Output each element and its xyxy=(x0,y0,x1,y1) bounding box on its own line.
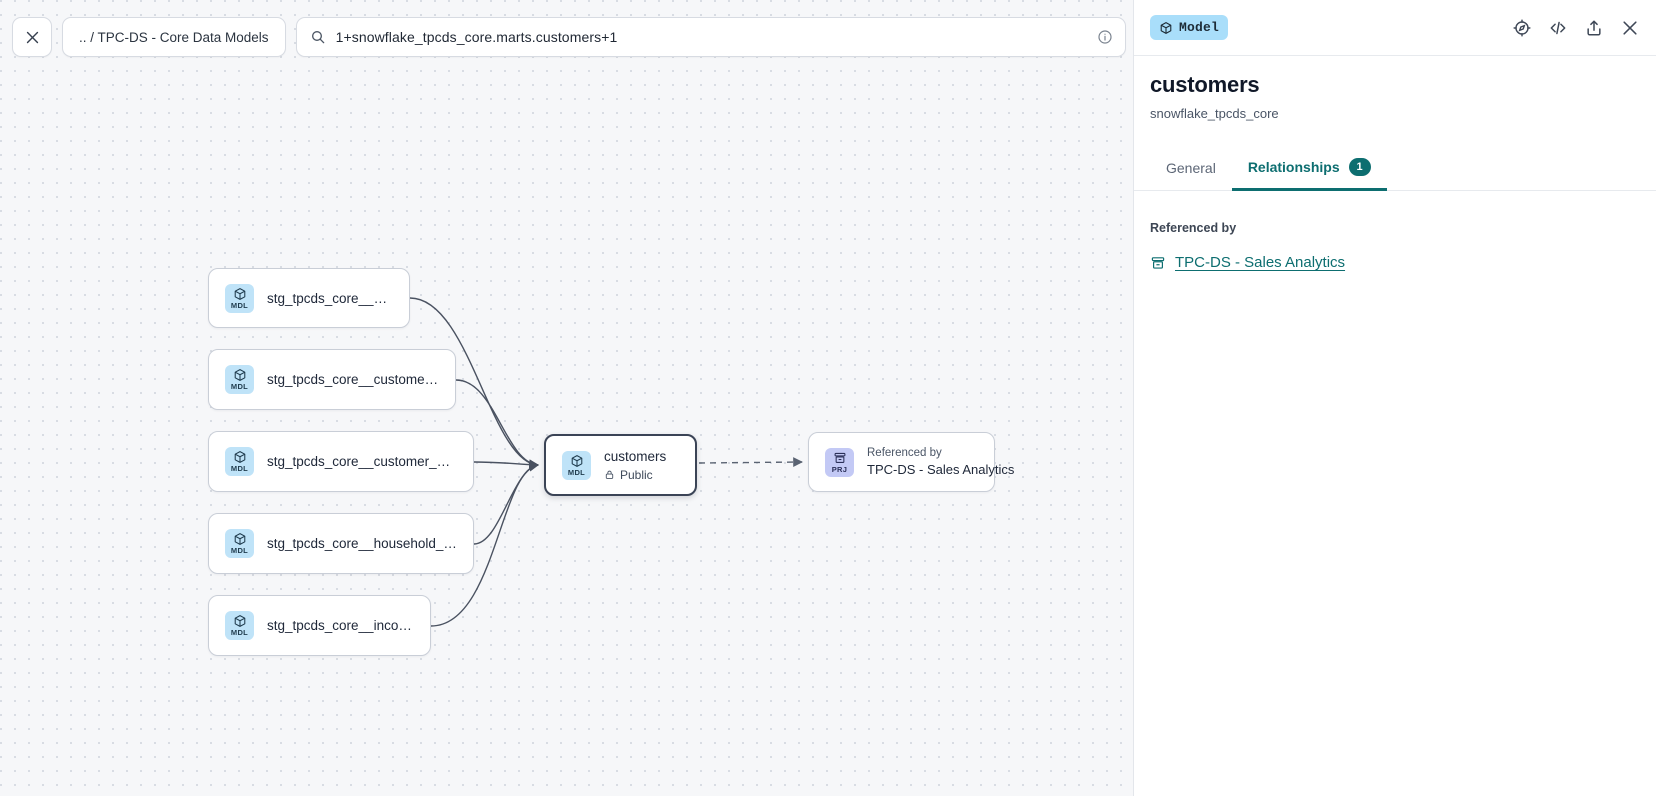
graph-node-body: stg_tpcds_core__customer_address xyxy=(267,372,439,387)
model-badge: MDL xyxy=(225,611,254,640)
lineage-edges xyxy=(409,297,803,627)
graph-node-title: stg_tpcds_core__customer_address xyxy=(267,372,439,387)
section-label-referenced-by: Referenced by xyxy=(1150,221,1237,235)
graph-node-mdl[interactable]: MDL stg_tpcds_core__household_demogr… xyxy=(208,513,474,574)
tab-count-badge: 1 xyxy=(1348,158,1371,176)
model-badge: MDL xyxy=(225,283,254,313)
badge-label: MDL xyxy=(230,300,249,310)
badge-label: MDL xyxy=(230,464,249,474)
badge-label: MDL xyxy=(567,467,586,477)
close-icon xyxy=(1623,20,1637,35)
graph-node-mdl[interactable]: MDL stg_tpcds_core__customer_demogra… xyxy=(208,431,474,492)
share-icon xyxy=(1587,20,1601,35)
tab-general[interactable]: General xyxy=(1150,150,1232,191)
reference-link[interactable]: TPC-DS - Sales Analytics xyxy=(1175,254,1346,271)
model-badge: MDL xyxy=(225,447,254,476)
graph-node-mdl[interactable]: MDL stg_tpcds_core__customer xyxy=(208,268,410,328)
tab-label: General xyxy=(1166,160,1216,176)
canvas-toolbar: .. / TPC-DS - Core Data Models xyxy=(12,17,1133,57)
share-button[interactable] xyxy=(1584,18,1604,38)
access-label: Public xyxy=(620,467,653,482)
badge-label: PRJ xyxy=(831,464,848,474)
cube-icon xyxy=(234,533,245,546)
graph-node-mdl[interactable]: MDL stg_tpcds_core__income_band xyxy=(208,595,431,656)
search-icon xyxy=(310,29,326,45)
graph-node-body: stg_tpcds_core__income_band xyxy=(267,618,414,633)
cube-icon xyxy=(234,451,245,464)
reference-item[interactable]: TPC-DS - Sales Analytics xyxy=(1150,254,1640,271)
lineage-canvas[interactable]: .. / TPC-DS - Core Data Models xyxy=(0,0,1133,796)
search-input[interactable] xyxy=(335,29,1097,45)
details-panel-title-block: customers snowflake_tpcds_core xyxy=(1134,56,1656,121)
graph-node-title: stg_tpcds_core__customer xyxy=(267,290,393,306)
referenced-by-list: TPC-DS - Sales Analytics xyxy=(1150,254,1640,271)
panel-action-buttons xyxy=(1512,18,1640,38)
details-tabs: General Relationships 1 xyxy=(1134,148,1656,191)
graph-node-title: stg_tpcds_core__customer_demogra… xyxy=(267,454,457,469)
tab-relationships[interactable]: Relationships 1 xyxy=(1231,148,1387,191)
lineage-search[interactable] xyxy=(295,17,1126,57)
project-badge: PRJ xyxy=(825,447,854,477)
cube-icon xyxy=(234,369,245,382)
project-icon xyxy=(834,452,845,463)
details-panel: Model xyxy=(1133,0,1656,796)
close-panel-button[interactable] xyxy=(1620,18,1640,38)
page-title: customers xyxy=(1150,72,1260,97)
code-icon xyxy=(1550,21,1566,34)
graph-node-kicker: Referenced by xyxy=(867,447,942,459)
graph-node-mdl[interactable]: MDL stg_tpcds_core__customer_address xyxy=(208,349,456,410)
focus-button[interactable] xyxy=(1512,18,1532,38)
graph-node-body: stg_tpcds_core__household_demogr… xyxy=(267,536,457,551)
close-icon xyxy=(26,31,38,43)
graph-node-title: TPC-DS - Sales Analytics xyxy=(867,462,1015,477)
page-subtitle: snowflake_tpcds_core xyxy=(1150,106,1279,121)
relationships-content: Referenced by TPC-DS - Sales Analytics xyxy=(1134,191,1656,796)
breadcrumb-label: .. / TPC-DS - Core Data Models xyxy=(79,29,269,45)
entity-type-pill[interactable]: Model xyxy=(1150,15,1229,40)
search-info-icon[interactable] xyxy=(1097,29,1113,45)
graph-node-title: customers xyxy=(604,448,667,464)
entity-type-label: Model xyxy=(1179,20,1220,35)
badge-label: MDL xyxy=(230,628,249,638)
cube-icon xyxy=(234,615,245,628)
cube-icon xyxy=(571,454,582,467)
graph-node-title: stg_tpcds_core__household_demogr… xyxy=(267,536,457,551)
graph-node-body: stg_tpcds_core__customer xyxy=(267,291,393,306)
model-badge: MDL xyxy=(225,365,254,394)
graph-node-prj[interactable]: PRJ Referenced by TPC-DS - Sales Analytics xyxy=(808,432,1015,492)
graph-node-body: stg_tpcds_core__customer_demogra… xyxy=(267,454,457,469)
project-icon xyxy=(1151,256,1165,269)
view-code-button[interactable] xyxy=(1548,18,1568,38)
details-panel-header: Model xyxy=(1134,0,1656,56)
tab-label: Relationships xyxy=(1247,159,1340,175)
breadcrumb[interactable]: .. / TPC-DS - Core Data Models xyxy=(62,17,286,57)
lock-icon xyxy=(605,470,614,479)
cube-icon xyxy=(234,287,245,300)
model-badge: MDL xyxy=(225,529,254,558)
compass-icon xyxy=(1513,18,1531,37)
model-badge: MDL xyxy=(562,450,591,480)
graph-node-body: Referenced by TPC-DS - Sales Analytics xyxy=(867,447,1015,477)
cube-icon xyxy=(1160,21,1172,34)
badge-label: MDL xyxy=(230,382,249,392)
graph-node-access: Public xyxy=(604,468,666,482)
badge-label: MDL xyxy=(230,546,249,556)
graph-node-title: stg_tpcds_core__income_band xyxy=(267,618,414,633)
close-lineage-button[interactable] xyxy=(12,17,52,57)
